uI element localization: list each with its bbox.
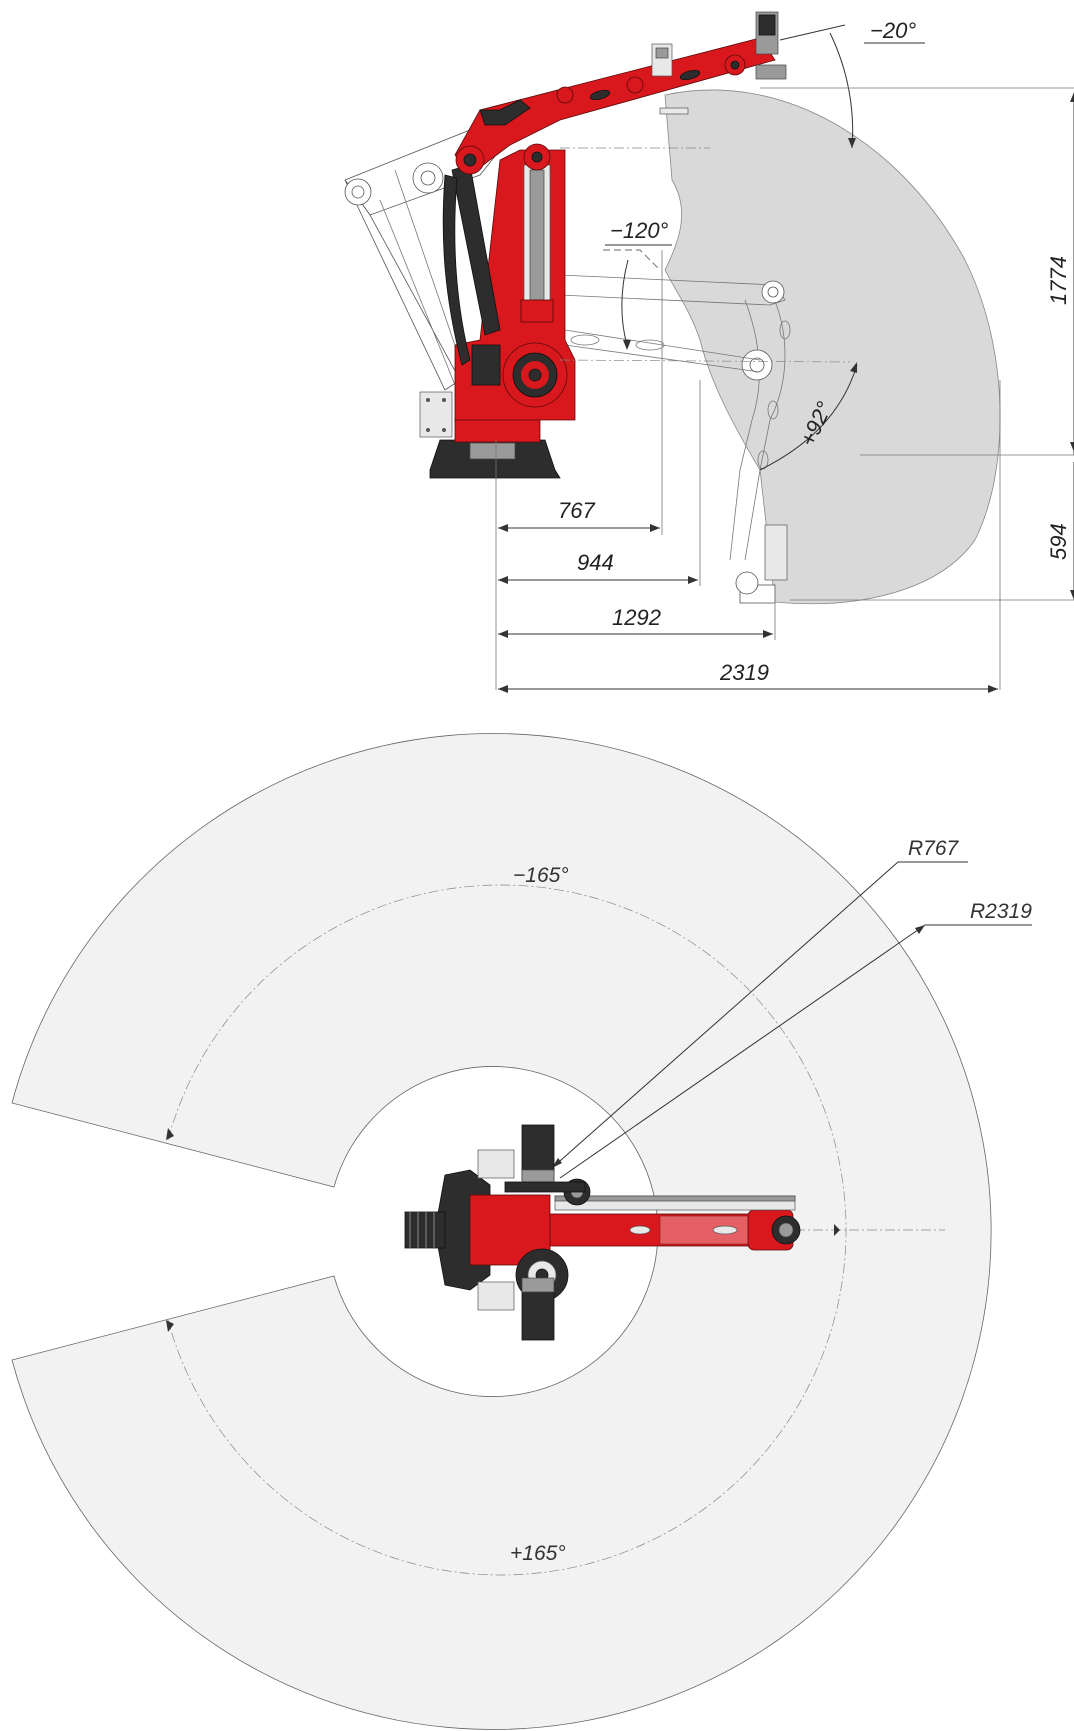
angle-lower-label: −120° <box>610 218 669 243</box>
side-view: −20° −120° +92° 1774 594 <box>344 11 1074 693</box>
radius-inner-label: R767 <box>908 837 960 860</box>
side-work-envelope <box>664 89 1001 605</box>
r767-leader <box>551 861 968 1169</box>
robot-upper-arm <box>454 11 787 176</box>
vertical-dimensions: 1774 594 <box>760 87 1074 601</box>
angle-negative-label: −165° <box>513 864 569 887</box>
top-view: R767 R2319 −165° +165° <box>11 733 1032 1730</box>
dim-767-label: 767 <box>558 498 595 523</box>
angle-positive-label: +165° <box>510 1542 566 1565</box>
horizontal-dimensions: 767 944 1292 2319 <box>495 250 1001 693</box>
top-work-envelope <box>11 733 992 1730</box>
robot-top <box>404 1124 801 1341</box>
angle-lower: −120° <box>605 218 672 350</box>
robot-column <box>442 143 576 421</box>
angle-upper-label: −20° <box>870 18 916 43</box>
height-lower-label: 594 <box>1046 523 1071 560</box>
angle-upper: −20° <box>779 18 925 149</box>
radius-outer-label: R2319 <box>970 900 1032 923</box>
dim-2319-label: 2319 <box>719 660 769 685</box>
height-upper-label: 1774 <box>1046 256 1071 305</box>
dim-944-label: 944 <box>577 550 614 575</box>
dim-1292-label: 1292 <box>612 605 661 630</box>
